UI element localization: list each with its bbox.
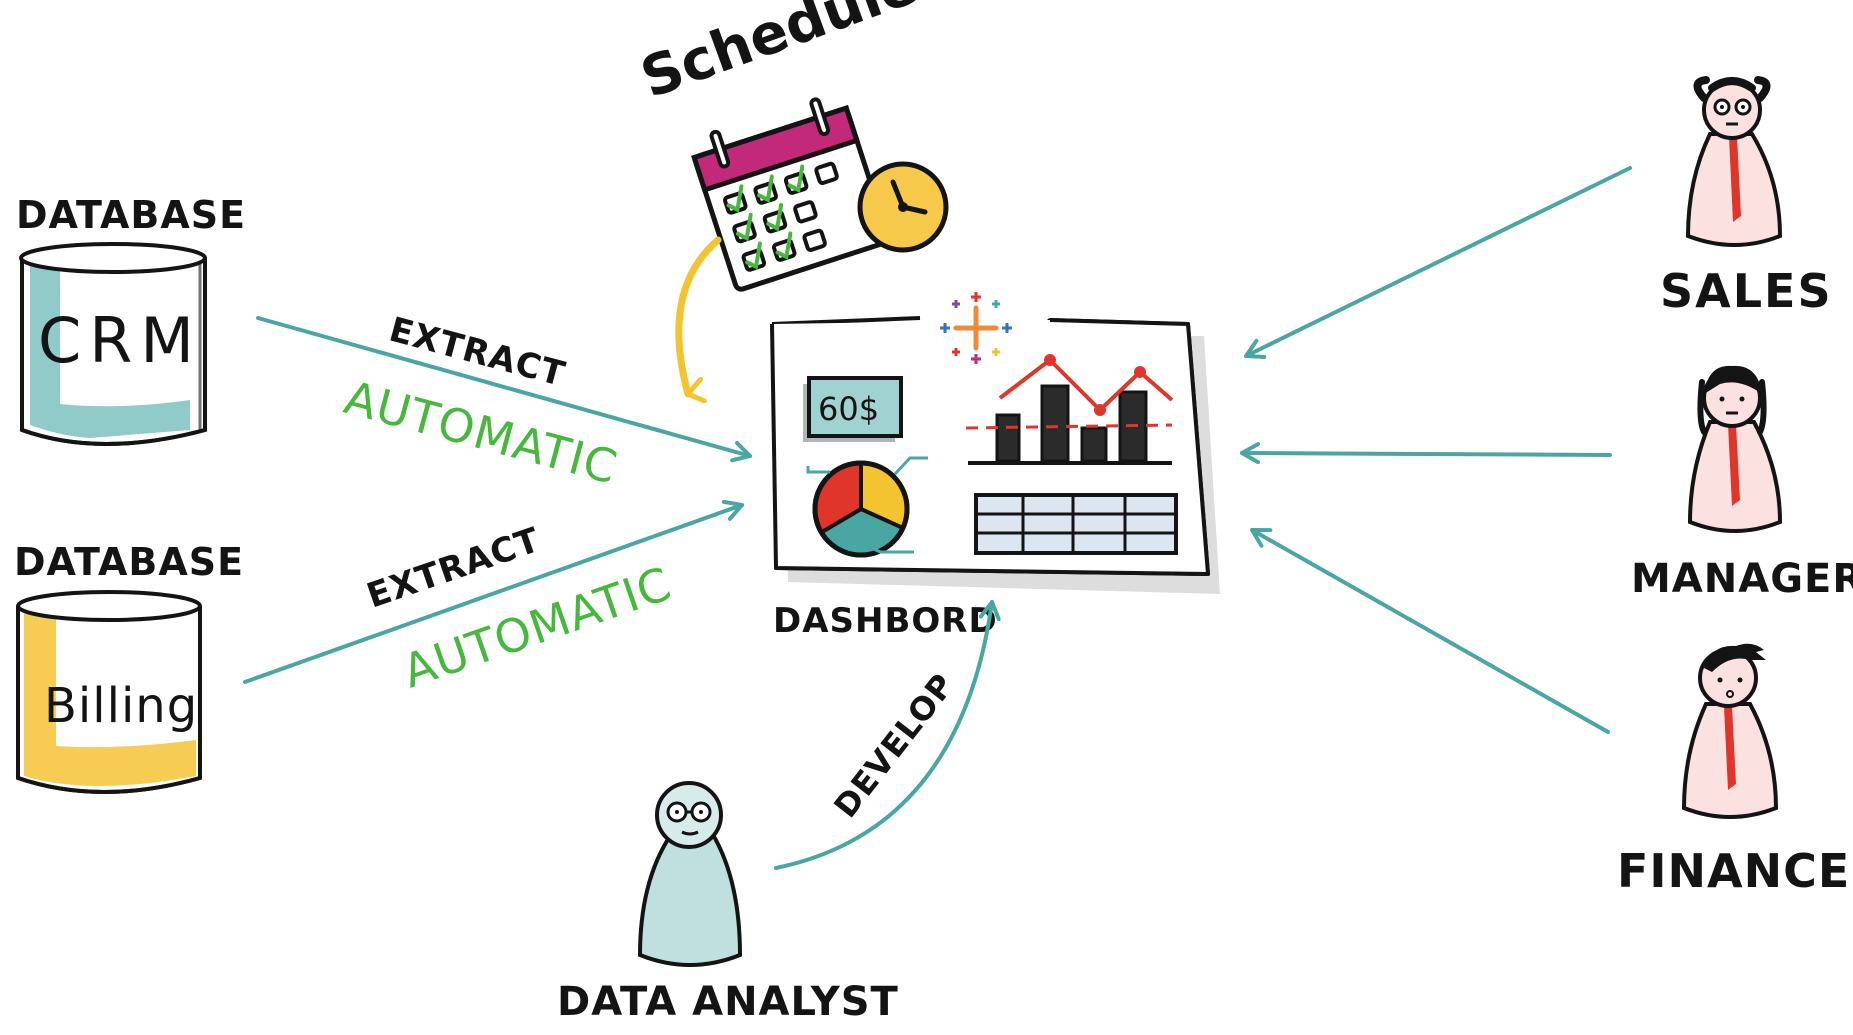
person-icon: [1681, 643, 1779, 819]
billing-database-label: Billing: [44, 678, 198, 734]
bar-line-chart-icon: [965, 354, 1174, 465]
consumer-sales-label: SALES: [1660, 264, 1833, 318]
billing-extract-flow: EXTRACT AUTOMATIC: [243, 499, 744, 698]
data-analyst-label: DATA ANALYST: [557, 979, 899, 1025]
develop-arrow: [774, 600, 1001, 870]
consumer-manager-label: MANAGER: [1631, 556, 1853, 602]
kpi-value: 60$: [818, 390, 879, 428]
person-icon: [637, 781, 743, 967]
dashboard: 60$: [770, 292, 1220, 641]
plus-cross-logo-icon: [940, 292, 1012, 364]
crm-automatic-label: AUTOMATIC: [339, 370, 623, 495]
dashboard-label: DASHBORD: [773, 601, 998, 641]
table-icon: [974, 493, 1178, 555]
person-icon: [1685, 76, 1783, 247]
crm-database-heading: DATABASE: [16, 193, 246, 237]
consumer-sales: SALES: [1244, 76, 1833, 360]
schedule-arrow: [675, 236, 722, 394]
calendar-icon: [691, 97, 891, 292]
pie-chart-icon: [806, 456, 928, 558]
develop-label: DEVELOP: [826, 666, 962, 825]
schedule-label: Schedule: [633, 0, 926, 111]
database-cylinder-icon: [16, 590, 202, 794]
person-icon: [1687, 365, 1783, 533]
database-cylinder-icon: [19, 242, 207, 446]
billing-database: DATABASE Billing: [14, 540, 244, 794]
consumer-finance-label: FINANCE: [1617, 844, 1850, 898]
billing-extract-arrow: [243, 499, 744, 684]
manager-arrow: [1240, 442, 1612, 465]
sales-arrow: [1244, 166, 1632, 360]
crm-extract-label: EXTRACT: [385, 310, 569, 395]
consumer-manager: MANAGER: [1240, 365, 1853, 602]
crm-database-label: CRM: [38, 304, 202, 377]
crm-extract-arrow: [256, 316, 752, 463]
clock-icon: [857, 161, 949, 253]
crm-database: DATABASE CRM: [16, 193, 246, 446]
data-analyst: DATA ANALYST DEVELOP: [557, 600, 1001, 1025]
billing-extract-label: EXTRACT: [362, 520, 545, 617]
finance-arrow: [1250, 528, 1610, 734]
kpi-card: 60$: [803, 376, 903, 442]
billing-database-heading: DATABASE: [14, 540, 244, 584]
consumer-finance: FINANCE: [1250, 528, 1850, 898]
